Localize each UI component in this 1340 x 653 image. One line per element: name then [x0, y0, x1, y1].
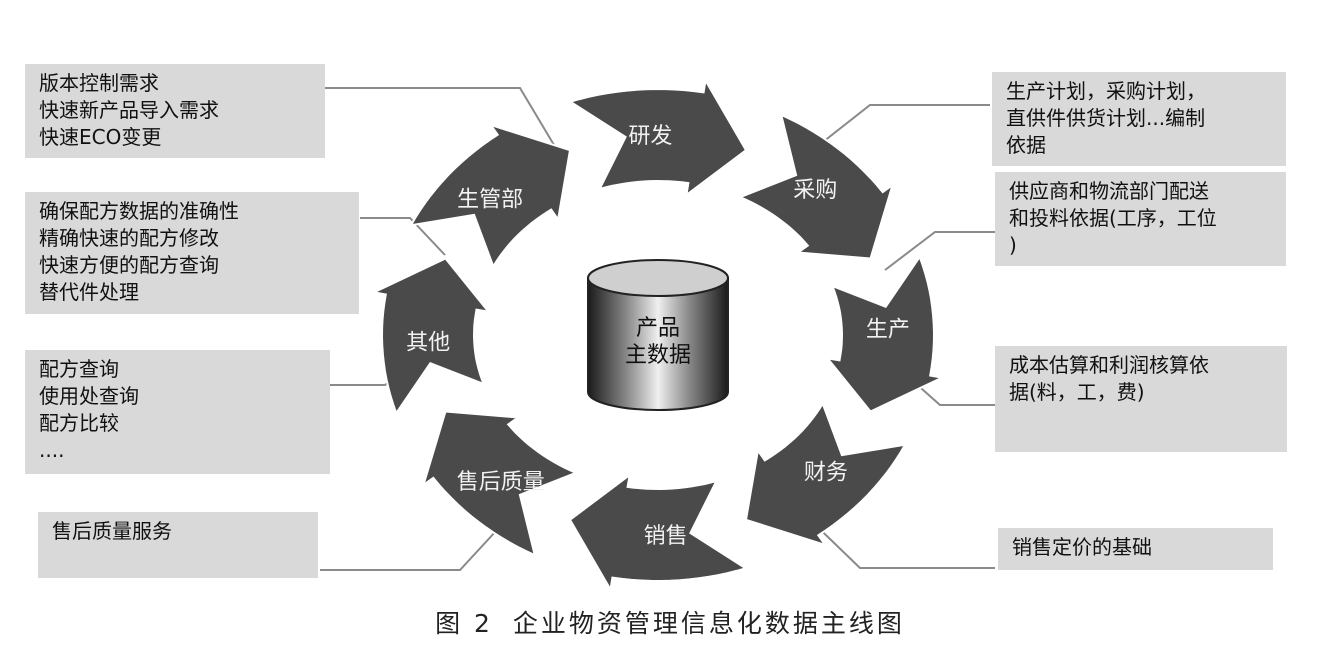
panel-production-line: 供应商和物流部门配送 — [1009, 179, 1209, 203]
panel-other-line: 配方比较 — [39, 411, 119, 435]
center-label-line2: 主数据 — [625, 343, 691, 368]
panel-mgmt-line: 替代件处理 — [39, 280, 139, 304]
center-label-line1: 产品 — [636, 316, 680, 341]
master-data-cylinder: 产品 主数据 — [587, 259, 729, 411]
connector-rd — [325, 87, 561, 156]
panel-sales-line: 销售定价的基础 — [1012, 535, 1152, 559]
cycle-label-mgmt: 生管部 — [457, 187, 523, 212]
panel-rd-line: 版本控制需求 — [39, 71, 159, 95]
cycle-segment-purchase — [737, 113, 895, 260]
panel-mgmt-line: 确保配方数据的准确性 — [39, 199, 239, 223]
cycle-label-production: 生产 — [866, 317, 910, 342]
panel-rd-line: 快速ECO变更 — [39, 125, 162, 149]
panel-purchase-line: 依据 — [1006, 133, 1046, 157]
cycle-segment-finance — [744, 401, 907, 547]
cycle-segment-rd — [567, 77, 748, 198]
panel-mgmt-line: 精确快速的配方修改 — [39, 226, 219, 250]
panel-finance-line: 成本估算和利润核算依 — [1009, 353, 1209, 377]
cycle-label-other: 其他 — [406, 331, 450, 356]
figure-caption: 图 2 企业物资管理信息化数据主线图 — [0, 604, 1340, 640]
cycle-segment-other — [370, 257, 491, 416]
panel-aftersales-line: 售后质量服务 — [52, 519, 172, 543]
panel-finance: 成本估算和利润核算依 据(料，工，费) — [995, 346, 1287, 452]
cycle-label-rd: 研发 — [628, 124, 672, 149]
panel-production-line: 和投料依据(工序，工位 — [1009, 206, 1217, 230]
connector-production — [884, 231, 995, 271]
panel-purchase-line: 直供件供货计划...编制 — [1006, 106, 1206, 130]
panel-production: 供应商和物流部门配送 和投料依据(工序，工位 ) — [995, 172, 1286, 266]
panel-rd: 版本控制需求 快速新产品导入需求 快速ECO变更 — [25, 64, 325, 158]
panel-other-line: .... — [39, 438, 65, 462]
panel-purchase: 生产计划，采购计划， 直供件供货计划...编制 依据 — [992, 72, 1286, 166]
cycle-label-purchase: 采购 — [793, 178, 837, 203]
panel-other-line: 配方查询 — [39, 357, 119, 381]
figure-number: 图 2 — [435, 609, 493, 638]
connector-mgmt — [360, 217, 446, 256]
panel-other-line: 使用处查询 — [39, 384, 139, 408]
panel-aftersales: 售后质量服务 — [38, 512, 318, 578]
panel-sales: 销售定价的基础 — [998, 528, 1273, 570]
cycle-segment-mgmt — [409, 123, 572, 269]
cycle-label-sales: 销售 — [644, 524, 688, 549]
connector-lines — [320, 87, 995, 571]
figure-title: 企业物资管理信息化数据主线图 — [512, 609, 905, 638]
panel-rd-line: 快速新产品导入需求 — [39, 98, 219, 122]
cycle-segment-production — [825, 254, 946, 413]
panel-production-line: ) — [1009, 233, 1017, 257]
panel-mgmt: 确保配方数据的准确性 精确快速的配方修改 快速方便的配方查询 替代件处理 — [25, 192, 359, 314]
panel-purchase-line: 生产计划，采购计划， — [1006, 79, 1206, 103]
panel-other: 配方查询 使用处查询 配方比较 .... — [25, 350, 330, 474]
cycle-label-finance: 财务 — [804, 461, 848, 486]
panel-mgmt-line: 快速方便的配方查询 — [39, 253, 219, 277]
cycle-segment-sales — [568, 472, 749, 593]
cycle-segment-aftersales — [421, 410, 579, 557]
cycle-label-aftersales: 售后质量 — [457, 470, 545, 495]
panel-finance-line: 据(料，工，费) — [1009, 380, 1145, 404]
